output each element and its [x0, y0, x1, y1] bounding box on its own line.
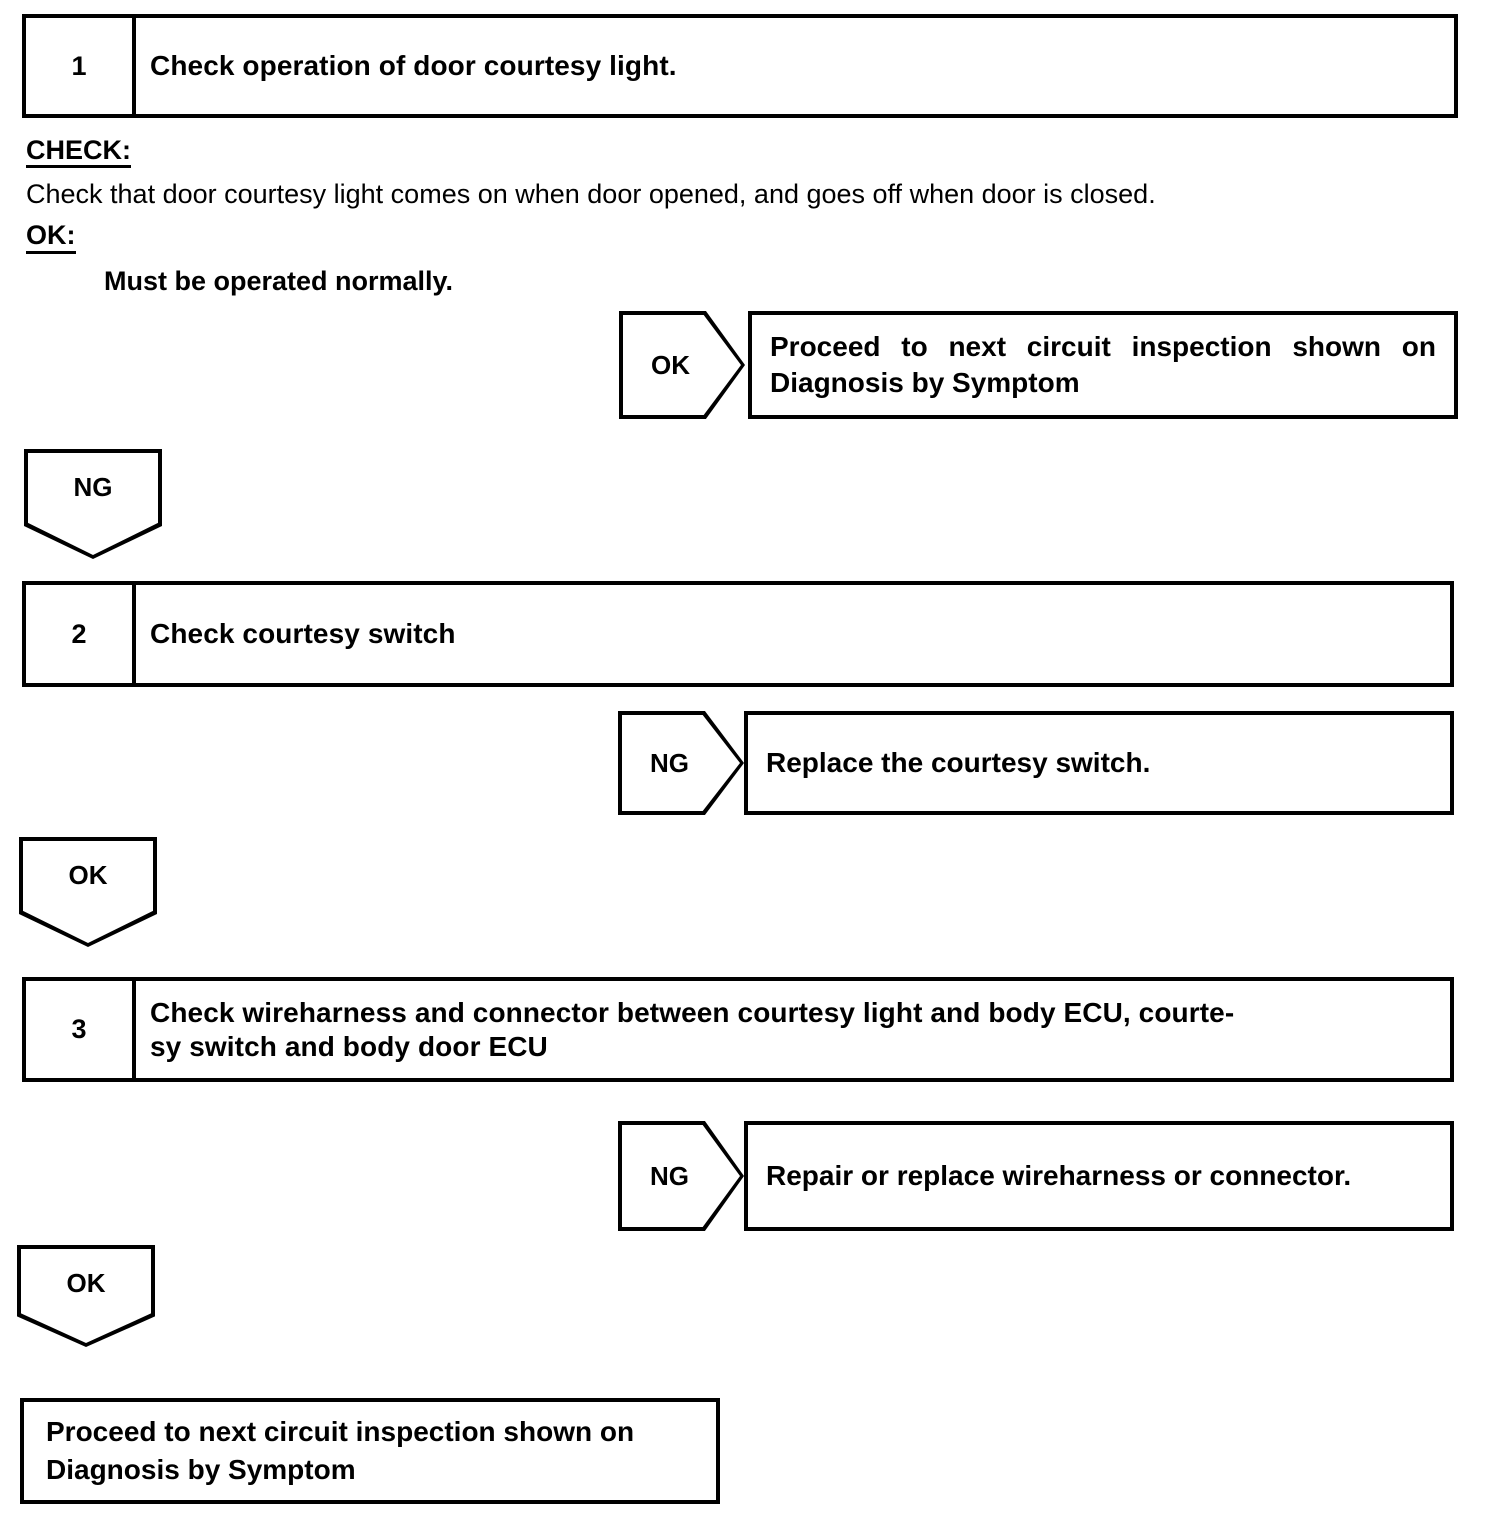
connector-ok-step3-final: OK	[17, 1245, 155, 1347]
branch-result-line2: Diagnosis by Symptom	[770, 367, 1080, 398]
branch-result-line1: Proceed to next circuit inspection shown…	[770, 330, 1436, 362]
pentagon-fill	[23, 841, 153, 943]
check-description: Check that door courtesy light comes on …	[26, 179, 1156, 210]
connector-label: OK	[66, 1268, 106, 1298]
branch-tag-label: OK	[651, 349, 690, 380]
branch-tag-ng-2: NG	[618, 711, 744, 815]
step-box-2: 2 Check courtesy switch	[22, 581, 1454, 687]
connector-ng-step1-step2: NG	[24, 449, 162, 559]
check-label: CHECK:	[26, 136, 131, 169]
branch-tag-ng-3: NG	[618, 1121, 744, 1231]
step-title-2: Check courtesy switch	[150, 618, 456, 650]
branch-tag-label: NG	[650, 1160, 689, 1191]
connector-ok-step2-step3: OK	[19, 837, 157, 947]
ok-criteria: Must be operated normally.	[104, 265, 454, 296]
branch-result-box-3: Repair or replace wireharness or connect…	[744, 1121, 1454, 1231]
branch-result-line1: Replace the courtesy switch.	[766, 746, 1151, 778]
step-number-2: 2	[26, 585, 136, 683]
step-title-3-line1: Check wireharness and connector between …	[150, 997, 1235, 1029]
step-number-1: 1	[26, 18, 136, 114]
final-result-line1: Proceed to next circuit inspection shown…	[46, 1416, 635, 1448]
step-number-3: 3	[26, 981, 136, 1078]
check-detail-block: CHECK: Check that door courtesy light co…	[26, 136, 1426, 295]
connector-label: NG	[73, 472, 113, 502]
branch-tag-label: NG	[650, 747, 689, 778]
branch-result-line1: Repair or replace wireharness or connect…	[766, 1159, 1352, 1191]
connector-label: OK	[68, 860, 108, 890]
branch-tag-ok-1: OK	[619, 311, 745, 419]
step-title-1: Check operation of door courtesy light.	[150, 50, 677, 82]
branch-result-box-2: Replace the courtesy switch.	[744, 711, 1454, 815]
step-box-1: 1 Check operation of door courtesy light…	[22, 14, 1458, 118]
final-result-box: Proceed to next circuit inspection shown…	[20, 1398, 720, 1504]
ok-label: OK:	[26, 221, 76, 254]
step-box-3: 3 Check wireharness and connector betwee…	[22, 977, 1454, 1082]
pentagon-fill	[28, 453, 158, 555]
step-title-3-line2: sy switch and body door ECU	[150, 1030, 548, 1062]
final-result-line2: Diagnosis by Symptom	[46, 1454, 356, 1485]
step-title-3: Check wireharness and connector between …	[136, 981, 1450, 1078]
branch-result-box-1: Proceed to next circuit inspection shown…	[748, 311, 1458, 419]
